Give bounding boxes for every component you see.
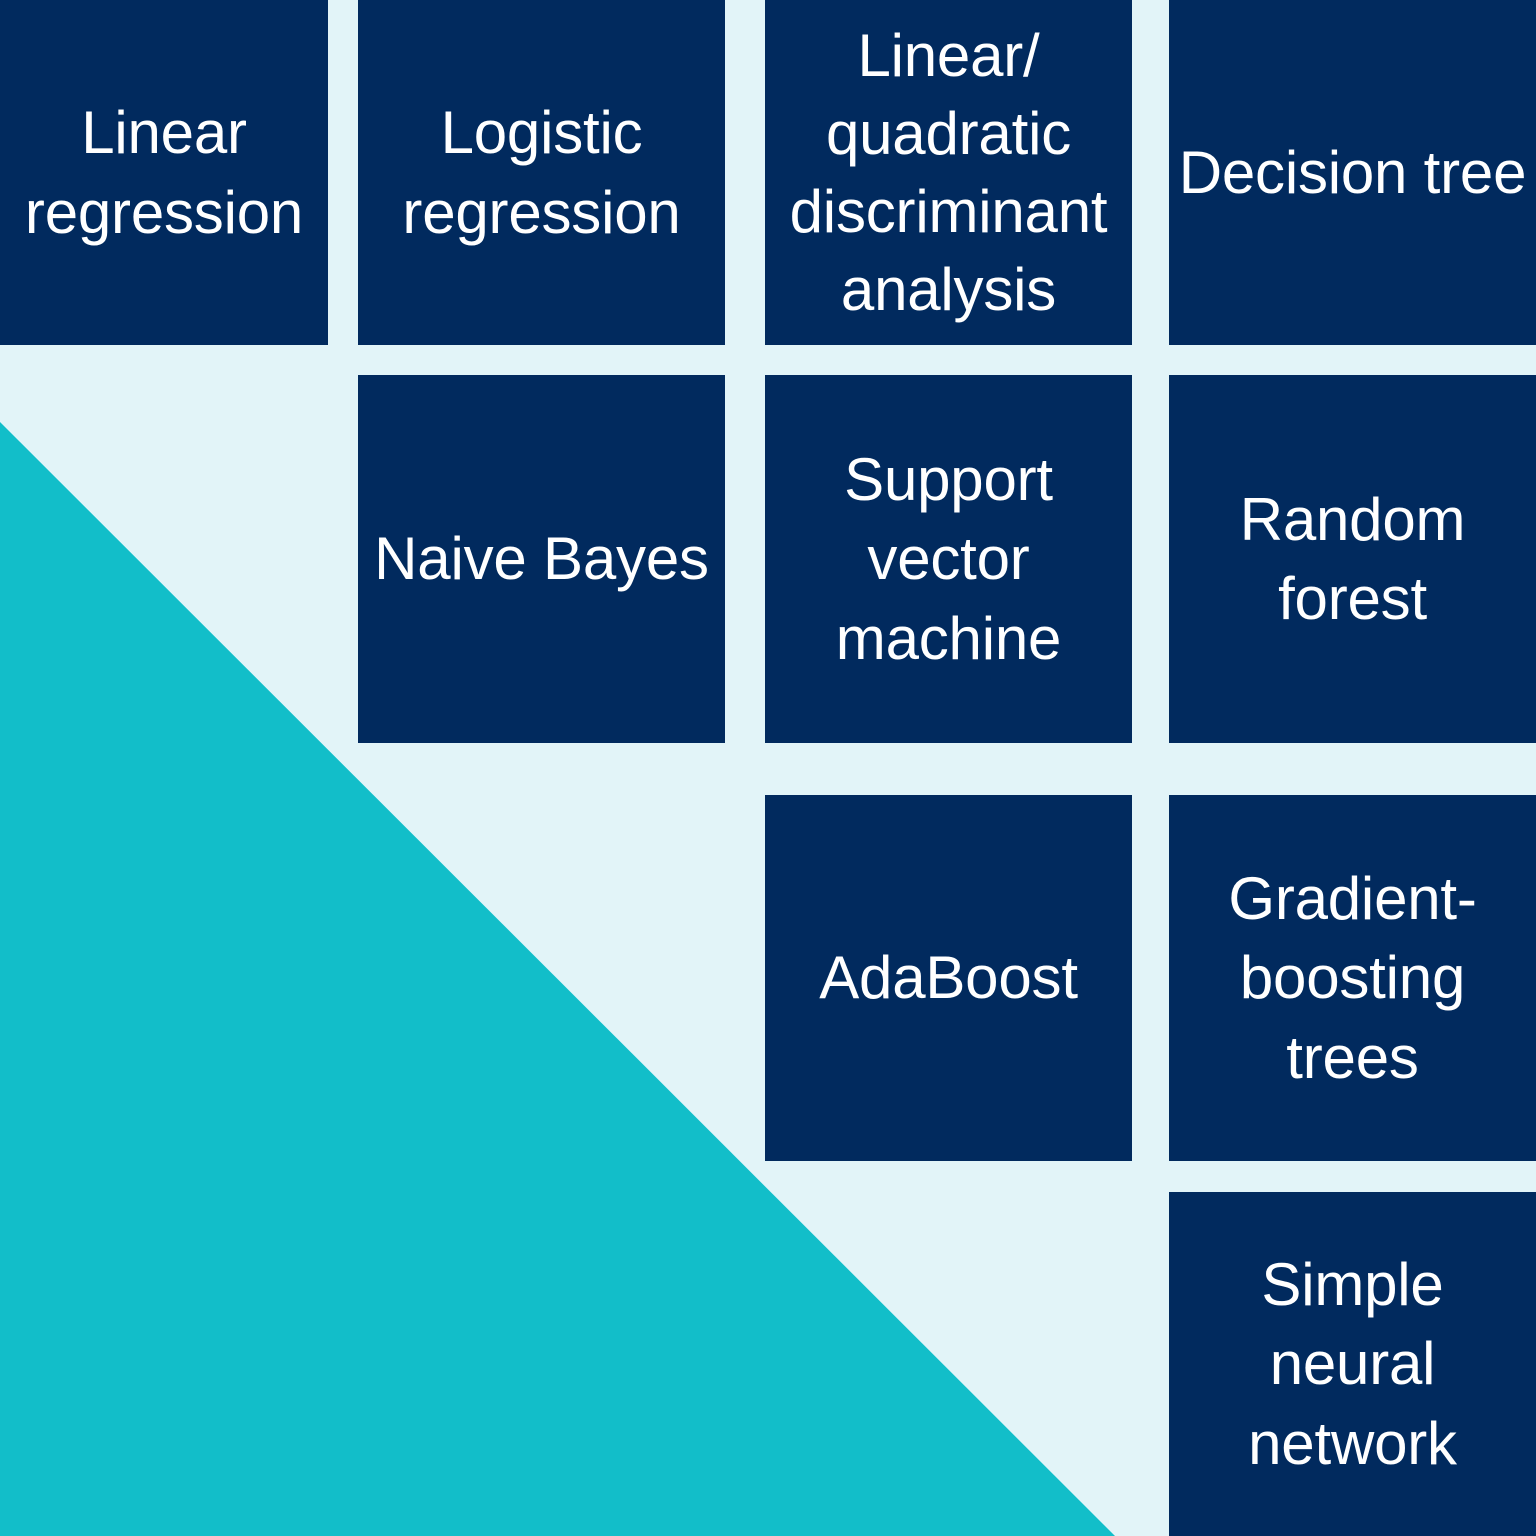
- tile-label: Decision tree: [1178, 138, 1527, 206]
- tile-logistic-regression[interactable]: Logistic regression: [358, 0, 725, 345]
- tile-decision-tree[interactable]: Decision tree: [1169, 0, 1536, 345]
- tile-label: Linear regression: [24, 99, 304, 246]
- tile-label: Naive Bayes: [374, 525, 709, 593]
- tile-label: Logistic regression: [402, 99, 681, 246]
- tile-gradient-boosting-trees[interactable]: Gradient- boosting trees: [1169, 795, 1536, 1161]
- tile-random-forest[interactable]: Random forest: [1169, 375, 1536, 743]
- tile-label: Random forest: [1239, 485, 1466, 632]
- tile-label: Support vector machine: [835, 446, 1062, 672]
- tile-naive-bayes[interactable]: Naive Bayes: [358, 375, 725, 743]
- tile-label: Linear/ quadratic discriminant analysis: [789, 21, 1108, 323]
- tile-simple-neural-network[interactable]: Simple neural network: [1169, 1192, 1536, 1536]
- tile-support-vector-machine[interactable]: Support vector machine: [765, 375, 1132, 743]
- tile-discriminant-analysis[interactable]: Linear/ quadratic discriminant analysis: [765, 0, 1132, 345]
- tile-label: AdaBoost: [819, 944, 1078, 1012]
- tile-linear-regression[interactable]: Linear regression: [0, 0, 328, 345]
- tile-label: Simple neural network: [1248, 1251, 1457, 1477]
- tile-adaboost[interactable]: AdaBoost: [765, 795, 1132, 1161]
- tile-label: Gradient- boosting trees: [1228, 865, 1477, 1091]
